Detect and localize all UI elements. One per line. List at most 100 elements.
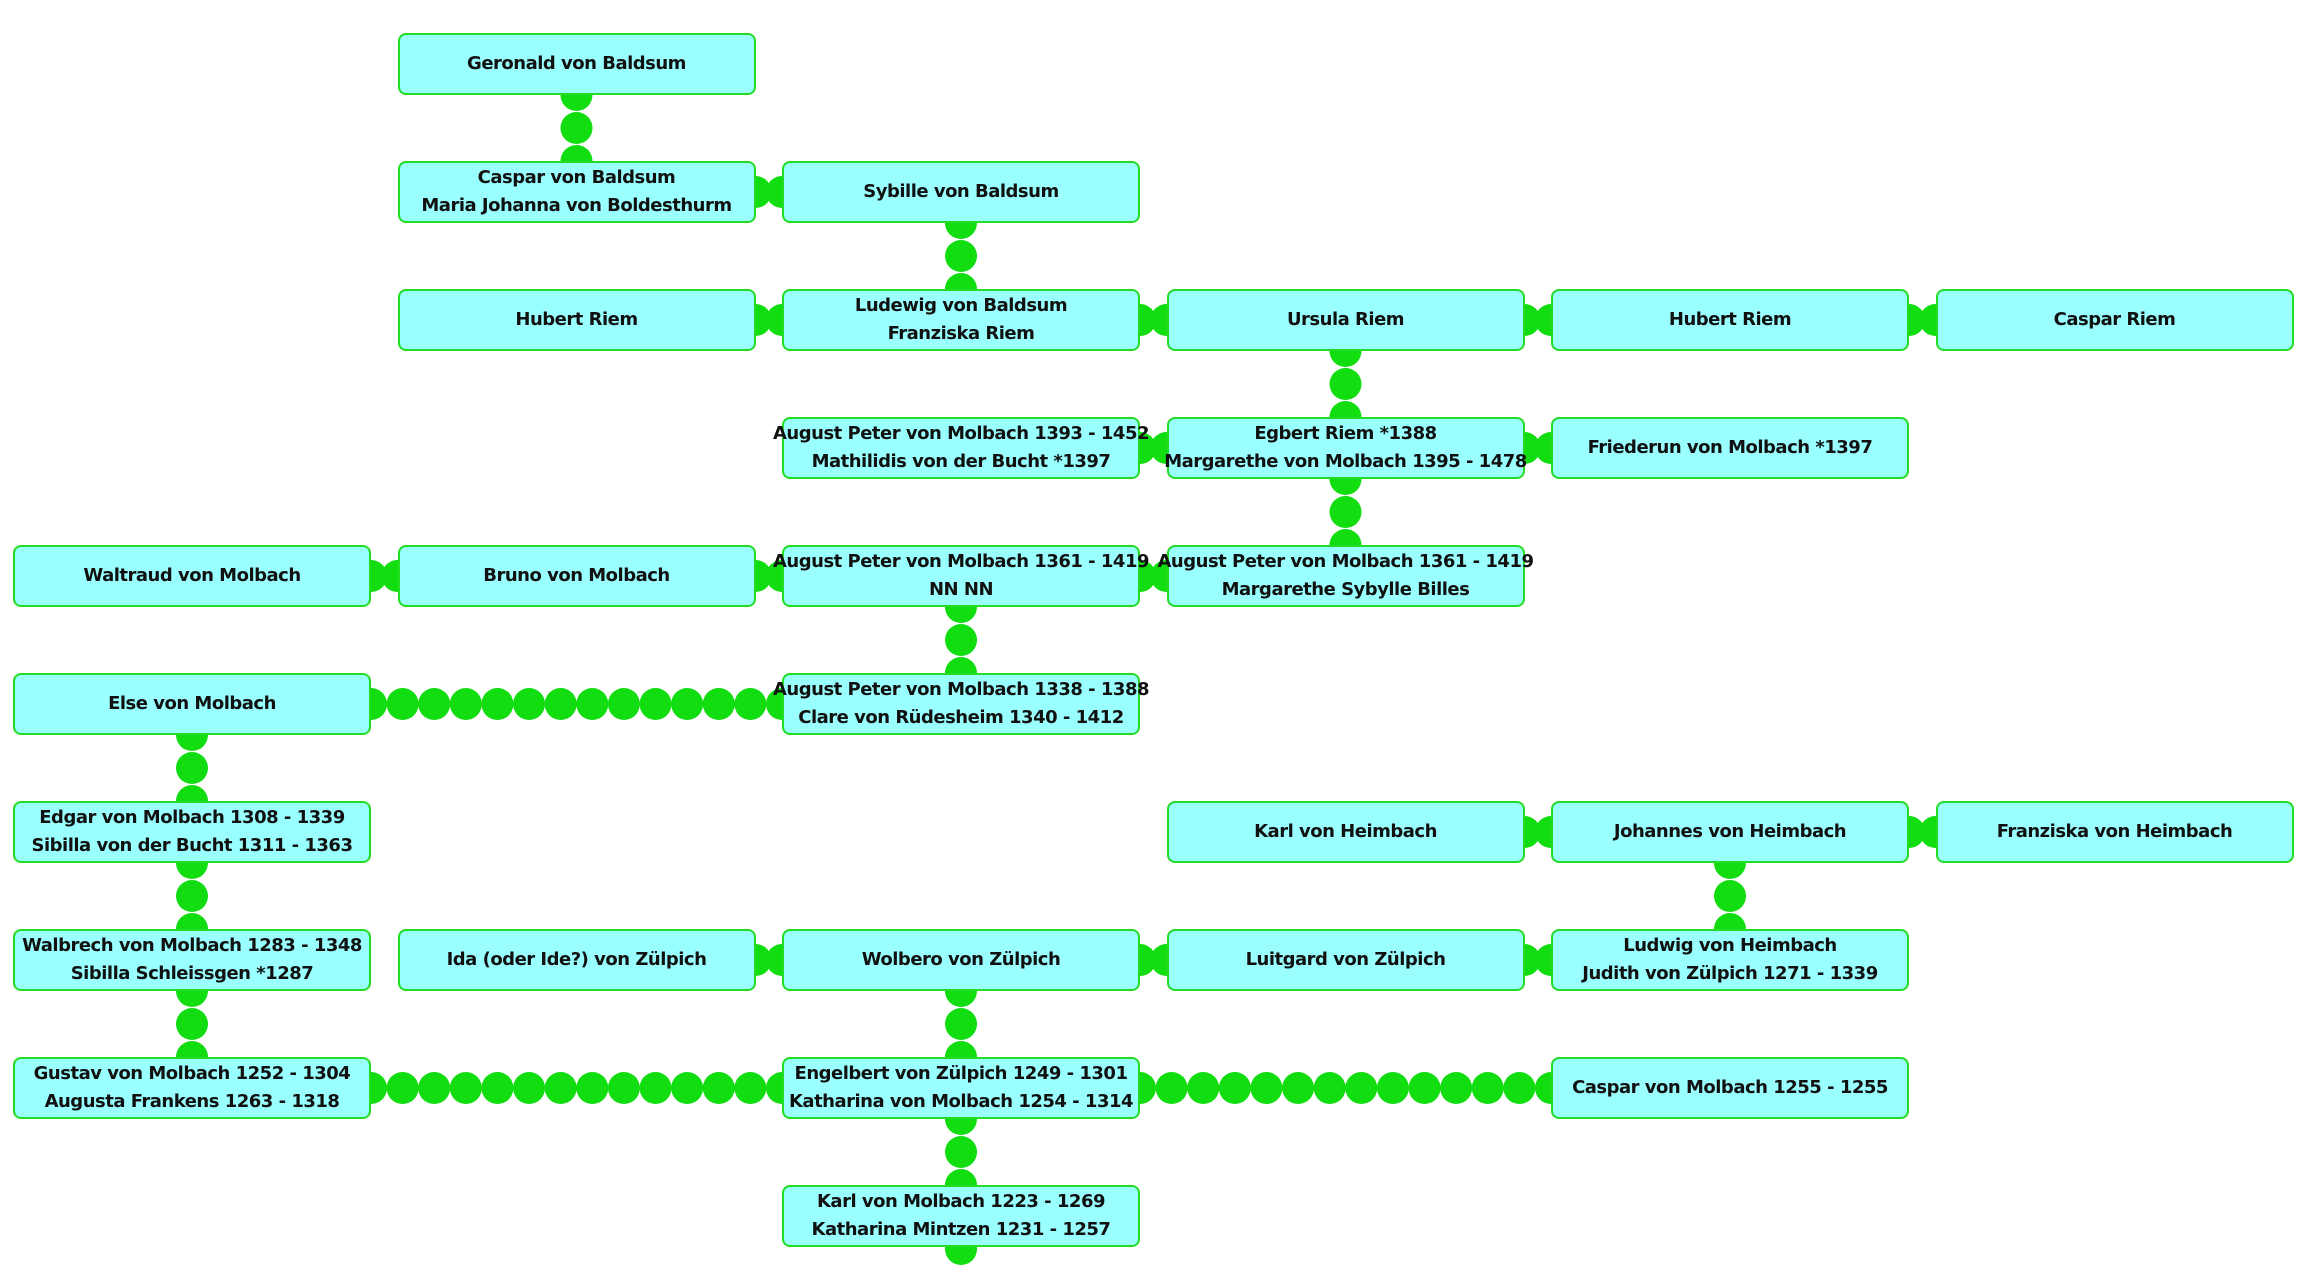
person-node-line: Clare von Rüdesheim 1340 - 1412: [798, 707, 1124, 728]
person-node-line: Johannes von Heimbach: [1613, 821, 1847, 842]
connector-dot: [607, 688, 640, 720]
person-node-line: Ludwig von Heimbach: [1623, 935, 1837, 956]
person-node: Ursula Riem: [1166, 289, 1525, 351]
connector-dot: [1155, 1072, 1188, 1104]
connector-dot: [945, 1008, 977, 1040]
person-node: Caspar Riem: [1935, 289, 2294, 351]
person-node: Geronald von Baldsum: [397, 33, 756, 95]
person-node-line: Margarethe von Molbach 1395 - 1478: [1164, 451, 1527, 472]
connector-dot: [639, 688, 672, 720]
person-node-line: Sibilla Schleissgen *1287: [70, 963, 314, 984]
person-node: Friederun von Molbach *1397: [1551, 417, 1909, 479]
connector-dot: [449, 1072, 482, 1104]
person-node: Ida (oder Ide?) von Zülpich: [397, 929, 756, 991]
person-node: Bruno von Molbach: [397, 545, 756, 607]
connector-dot: [481, 1072, 514, 1104]
connector-dot: [1408, 1072, 1441, 1104]
person-node-line: Katharina Mintzen 1231 - 1257: [811, 1219, 1111, 1240]
person-node-line: Waltraud von Molbach: [83, 565, 301, 586]
person-node-line: Franziska Riem: [887, 323, 1035, 344]
connector-dot: [449, 688, 482, 720]
connector-dot: [607, 1072, 640, 1104]
connector-dot: [481, 688, 514, 720]
connector-dot: [734, 1072, 767, 1104]
connector-dot: [576, 688, 609, 720]
person-node-line: Ida (oder Ide?) von Zülpich: [446, 949, 707, 970]
person-node-line: Mathilidis von der Bucht *1397: [811, 451, 1111, 472]
person-node-line: Caspar Riem: [2053, 309, 2176, 330]
person-node-line: Hubert Riem: [1668, 309, 1792, 330]
person-node: Wolbero von Zülpich: [782, 929, 1140, 991]
connector-dot: [544, 1072, 577, 1104]
person-node-line: August Peter von Molbach 1361 - 1419: [773, 551, 1150, 572]
person-node-line: Geronald von Baldsum: [467, 53, 686, 74]
connector-dot: [1218, 1072, 1251, 1104]
person-node-line: Hubert Riem: [515, 309, 638, 330]
person-node-line: Wolbero von Zülpich: [861, 949, 1061, 970]
connector-dot: [945, 1136, 977, 1168]
person-node: Luitgard von Zülpich: [1166, 929, 1525, 991]
person-node-line: Egbert Riem *1388: [1254, 423, 1437, 444]
connector-dot: [671, 1072, 704, 1104]
person-node-line: Margarethe Sybylle Billes: [1221, 579, 1470, 600]
connector-dot: [576, 1072, 609, 1104]
person-node-line: Caspar von Molbach 1255 - 1255: [1572, 1077, 1888, 1098]
connector-dot: [1440, 1072, 1473, 1104]
connector-dot: [176, 752, 208, 784]
connector-dot: [418, 688, 451, 720]
connector-dot: [1187, 1072, 1220, 1104]
person-node-line: Ursula Riem: [1286, 309, 1405, 330]
person-node-line: Else von Molbach: [108, 693, 276, 714]
person-node: Else von Molbach: [13, 673, 371, 735]
connector-dot: [386, 1072, 419, 1104]
connector-dot: [639, 1072, 672, 1104]
connector-dot: [386, 688, 419, 720]
person-node: Johannes von Heimbach: [1551, 801, 1909, 863]
connector-dot: [734, 688, 767, 720]
person-node-line: Franziska von Heimbach: [1996, 821, 2233, 842]
person-node-line: Ludewig von Baldsum: [854, 295, 1068, 316]
person-node-line: Judith von Zülpich 1271 - 1339: [1582, 963, 1878, 984]
person-node-line: Friederun von Molbach *1397: [1587, 437, 1873, 458]
person-node-line: Caspar von Baldsum: [477, 167, 676, 188]
connector-dot: [945, 240, 977, 272]
person-node: Waltraud von Molbach: [13, 545, 371, 607]
person-node-line: Edgar von Molbach 1308 - 1339: [39, 807, 345, 828]
person-node-line: Gustav von Molbach 1252 - 1304: [33, 1063, 351, 1084]
connector-dot: [945, 624, 977, 656]
connector-dot: [702, 688, 735, 720]
connector-dot: [702, 1072, 735, 1104]
connector-dot: [1471, 1072, 1504, 1104]
connector-dot: [1376, 1072, 1409, 1104]
person-node: Franziska von Heimbach: [1935, 801, 2294, 863]
connector-dot: [1282, 1072, 1315, 1104]
person-node: Karl von Heimbach: [1166, 801, 1525, 863]
connector-dot: [1329, 368, 1362, 400]
person-node-line: August Peter von Molbach 1361 - 1419: [1157, 551, 1535, 572]
connector-dot: [1250, 1072, 1283, 1104]
person-node-line: Walbrech von Molbach 1283 - 1348: [22, 935, 362, 956]
person-node: Caspar von Molbach 1255 - 1255: [1551, 1057, 1909, 1119]
person-node: Hubert Riem: [397, 289, 756, 351]
connector-dot: [1714, 880, 1746, 912]
connector-dot: [513, 1072, 546, 1104]
connector-dot: [1329, 496, 1362, 528]
person-node-line: Augusta Frankens 1263 - 1318: [44, 1091, 340, 1112]
person-node-line: Karl von Heimbach: [1254, 821, 1437, 842]
connector-dot: [544, 688, 577, 720]
person-node-line: Katharina von Molbach 1254 - 1314: [788, 1091, 1134, 1112]
connector-dot: [176, 1008, 208, 1040]
